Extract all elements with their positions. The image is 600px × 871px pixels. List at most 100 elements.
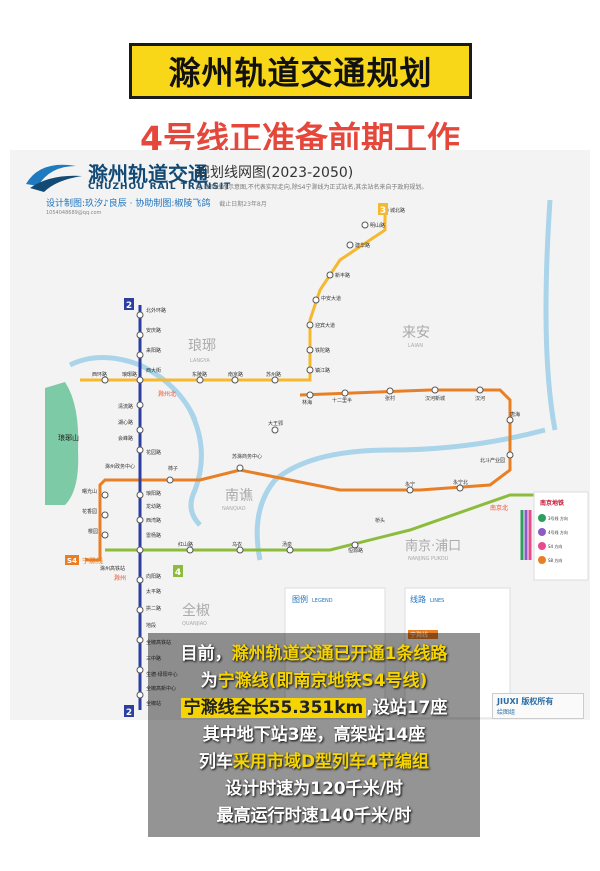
station-dot xyxy=(196,376,204,384)
station-label: 西大街 xyxy=(146,367,161,374)
line-4-badge-text: 4 xyxy=(175,568,181,578)
map-title: 规划线网图(2023-2050) xyxy=(196,165,354,181)
nanjing-metro-title: 南京地铁 xyxy=(540,499,564,507)
station-dot xyxy=(312,296,320,304)
langya-mountain xyxy=(45,382,79,505)
station-dot xyxy=(306,366,314,374)
mountain-label: 琅琊山 xyxy=(58,433,79,442)
station-label: 全椒高铁站 xyxy=(146,639,171,646)
station-label: 太平路 xyxy=(146,588,161,595)
rail-logo-icon xyxy=(26,164,82,192)
station-label: 琅琊路 xyxy=(122,371,137,378)
line-2-badge-text: 2 xyxy=(126,708,132,718)
river xyxy=(254,427,546,561)
station-dot xyxy=(286,546,294,554)
lines-title-en: LINES xyxy=(430,598,444,604)
station-dot xyxy=(136,606,144,614)
info-line-1: 目前，滁州轨道交通已开通1条线路 xyxy=(148,641,480,668)
station-label: 湖心路 xyxy=(118,419,133,426)
station-dot xyxy=(306,321,314,329)
station-dot xyxy=(271,376,279,384)
station-label: 南京北 xyxy=(490,504,508,512)
station-label: 南京路 xyxy=(228,371,243,378)
station-label: 滁州高铁站 xyxy=(100,565,125,572)
lines-title: 线路 xyxy=(410,594,426,604)
line-2-badge xyxy=(124,298,134,310)
station-dot xyxy=(476,386,484,394)
line-4 xyxy=(105,493,550,552)
station-label: 东陵路 xyxy=(192,371,207,378)
station-label: 永宁北 xyxy=(453,479,468,486)
line-2-badge xyxy=(124,705,134,717)
info-highlight: 滁州轨道交通已开通1条线路 xyxy=(231,644,448,664)
station-label: 林海 xyxy=(302,399,312,406)
station-label: 北斗产业园 xyxy=(480,457,505,464)
station-dot xyxy=(361,221,369,229)
legend-title: 图例 xyxy=(292,594,308,604)
station-label: 滁州北 xyxy=(158,390,176,398)
logo-text-en: CHUZHOU RAIL TRANSIT xyxy=(88,182,232,192)
station-label: 来阳路 xyxy=(146,347,161,354)
station-label: 生德·绿阳中心 xyxy=(146,671,178,678)
station-dot xyxy=(101,511,109,519)
station-dot xyxy=(136,516,144,524)
line-4-badge xyxy=(173,565,183,577)
line-3-badge xyxy=(378,203,388,215)
station-dot xyxy=(341,389,349,397)
lines-tag: 宁滁线 xyxy=(410,631,428,639)
station-dot xyxy=(101,531,109,539)
station-dot xyxy=(136,546,144,554)
river xyxy=(187,408,204,527)
station-label: 唐海 xyxy=(510,411,520,418)
transit-map: 滁州轨道交通 CHUZHOU RAIL TRANSIT 规划线网图(2023-2… xyxy=(10,150,590,720)
district-label: 南谯 xyxy=(225,488,253,504)
station-dot xyxy=(351,541,359,549)
station-dot xyxy=(166,476,174,484)
district-label: LANGYA xyxy=(190,358,210,364)
line-2-badge-text: 2 xyxy=(126,301,132,311)
station-label: 建华路 xyxy=(355,242,370,249)
info-highlight-box: 宁滁线全长55.351km xyxy=(180,698,367,718)
station-label: 明山路 xyxy=(370,222,385,229)
map-note: 注:本图线路示意图,不代表实际走向,除S4宁滁线为正式站名,其余站名来自于政府规… xyxy=(196,184,428,191)
station-label: 清流路 xyxy=(118,403,133,410)
district-label: 琅琊 xyxy=(188,338,216,354)
station-label: 迎宾大道 xyxy=(315,322,335,329)
info-text: 目前， xyxy=(180,644,232,664)
station-label: 恒源路 xyxy=(348,547,363,554)
station-dot xyxy=(136,446,144,454)
station-dot xyxy=(236,464,244,472)
station-label: 十二里半 xyxy=(332,397,352,404)
station-dot xyxy=(136,576,144,584)
station-label: 北外环路 xyxy=(146,307,166,314)
district-label: NANQIAO xyxy=(222,506,246,512)
copyright-text: JIUXI 版权所有 xyxy=(497,697,554,706)
info-line-6: 设计时速为120千米/时 xyxy=(225,779,403,799)
station-label: 乌衣 xyxy=(232,541,242,548)
info-line-7: 最高运行时速140千米/时 xyxy=(216,806,412,826)
info-line-4: 其中地下站3座，高架站14座 xyxy=(202,725,426,745)
station-label: 曙光山 xyxy=(82,488,97,495)
station-label: 樱园 xyxy=(88,528,98,535)
info-text: 列车 xyxy=(199,752,234,772)
line-s4 xyxy=(85,388,512,562)
nanjing-line-4-dot xyxy=(538,528,546,536)
river xyxy=(543,199,558,431)
station-label: 苏滁商务中心 xyxy=(232,453,262,460)
station-dot xyxy=(326,271,334,279)
station-dot xyxy=(186,546,194,554)
line-3 xyxy=(80,210,387,382)
station-dot xyxy=(506,451,514,459)
credits-date: 截止日期23年8月 xyxy=(219,201,267,208)
station-dot xyxy=(136,666,144,674)
station-dot xyxy=(271,426,279,434)
station-dot xyxy=(136,351,144,359)
district-label: 全椒 xyxy=(182,602,210,619)
station-label: 拱二路 xyxy=(146,605,161,612)
info-line-2: 为宁滁线(即南京地铁S4号线) xyxy=(148,668,480,695)
contact-text: 1054048689@qq.com xyxy=(46,210,102,216)
station-dot xyxy=(306,346,314,354)
station-label: 中安大道 xyxy=(321,295,341,302)
lines-tag-badge xyxy=(408,630,438,639)
station-dot xyxy=(306,391,314,399)
